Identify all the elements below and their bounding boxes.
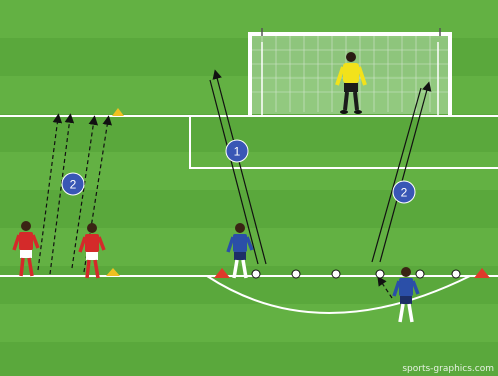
marker-2-red-label: 2 [70, 178, 77, 192]
ball [292, 270, 300, 278]
marker-2-red: 2 [62, 173, 84, 195]
ball [252, 270, 260, 278]
marker-2-blue-label: 2 [401, 186, 408, 200]
ball [332, 270, 340, 278]
marker-1: 1 [226, 140, 248, 162]
marker-1-label: 1 [234, 145, 241, 159]
ball [416, 270, 424, 278]
credit-text: sports-graphics.com [402, 364, 494, 374]
marker-2-blue: 2 [393, 181, 415, 203]
ball [452, 270, 460, 278]
ball [376, 270, 384, 278]
